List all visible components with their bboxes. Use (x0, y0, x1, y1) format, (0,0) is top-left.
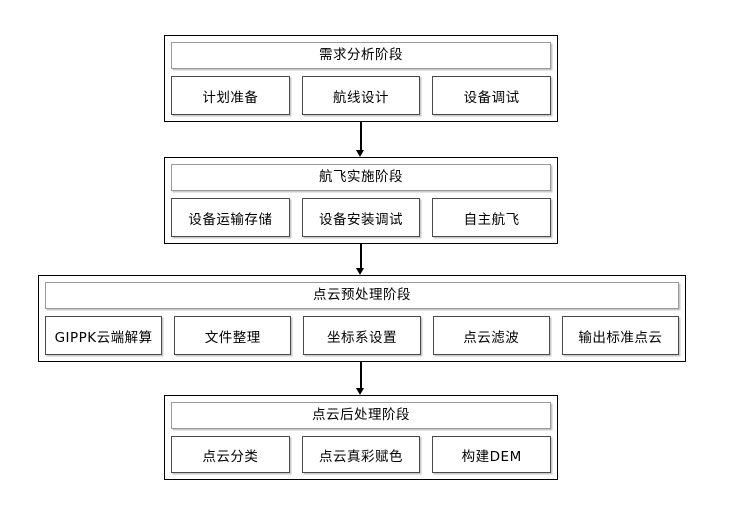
stage-item: 点云滤波 (432, 316, 550, 355)
stage-item-row: GIPPK云端解算 文件整理 坐标系设置 点云滤波 输出标准点云 (45, 316, 680, 355)
stage-group-flight-execution: 航飞实施阶段 设备运输存储 设备安装调试 自主航飞 (164, 157, 558, 244)
stage-item: 坐标系设置 (303, 316, 421, 355)
down-arrow-icon (354, 244, 368, 275)
down-arrow-icon (354, 362, 368, 395)
stage-title: 航飞实施阶段 (171, 164, 551, 191)
stage-item: GIPPK云端解算 (45, 316, 163, 355)
stage-item: 点云真彩赋色 (301, 436, 421, 473)
stage-group-requirements-analysis: 需求分析阶段 计划准备 航线设计 设备调试 (164, 35, 558, 122)
stage-title: 需求分析阶段 (171, 42, 551, 69)
connector-line (360, 244, 362, 269)
stage-item: 自主航飞 (432, 198, 552, 237)
down-arrow-icon (354, 122, 368, 157)
stage-group-pointcloud-postprocessing: 点云后处理阶段 点云分类 点云真彩赋色 构建DEM (164, 395, 558, 480)
stage-item: 点云分类 (171, 436, 290, 473)
stage-item-row: 设备运输存储 设备安装调试 自主航飞 (171, 198, 552, 237)
connector-arrowhead (356, 150, 364, 157)
stage-item: 文件整理 (174, 316, 292, 355)
stage-title: 点云预处理阶段 (45, 282, 679, 309)
stage-item: 输出标准点云 (561, 316, 680, 355)
stage-title: 点云后处理阶段 (171, 402, 551, 429)
stage-item: 航线设计 (301, 76, 421, 115)
stage-item-row: 计划准备 航线设计 设备调试 (171, 76, 552, 115)
stage-item-row: 点云分类 点云真彩赋色 构建DEM (171, 436, 552, 473)
stage-item: 设备安装调试 (301, 198, 421, 237)
stage-group-pointcloud-preprocessing: 点云预处理阶段 GIPPK云端解算 文件整理 坐标系设置 点云滤波 输出标准点云 (38, 275, 686, 362)
connector-arrowhead (356, 268, 364, 275)
connector-line (360, 122, 362, 151)
stage-item: 构建DEM (432, 436, 552, 473)
stage-item: 计划准备 (171, 76, 290, 115)
connector-arrowhead (356, 388, 364, 395)
connector-line (360, 362, 362, 389)
stage-item: 设备运输存储 (171, 198, 290, 237)
stage-item: 设备调试 (432, 76, 552, 115)
